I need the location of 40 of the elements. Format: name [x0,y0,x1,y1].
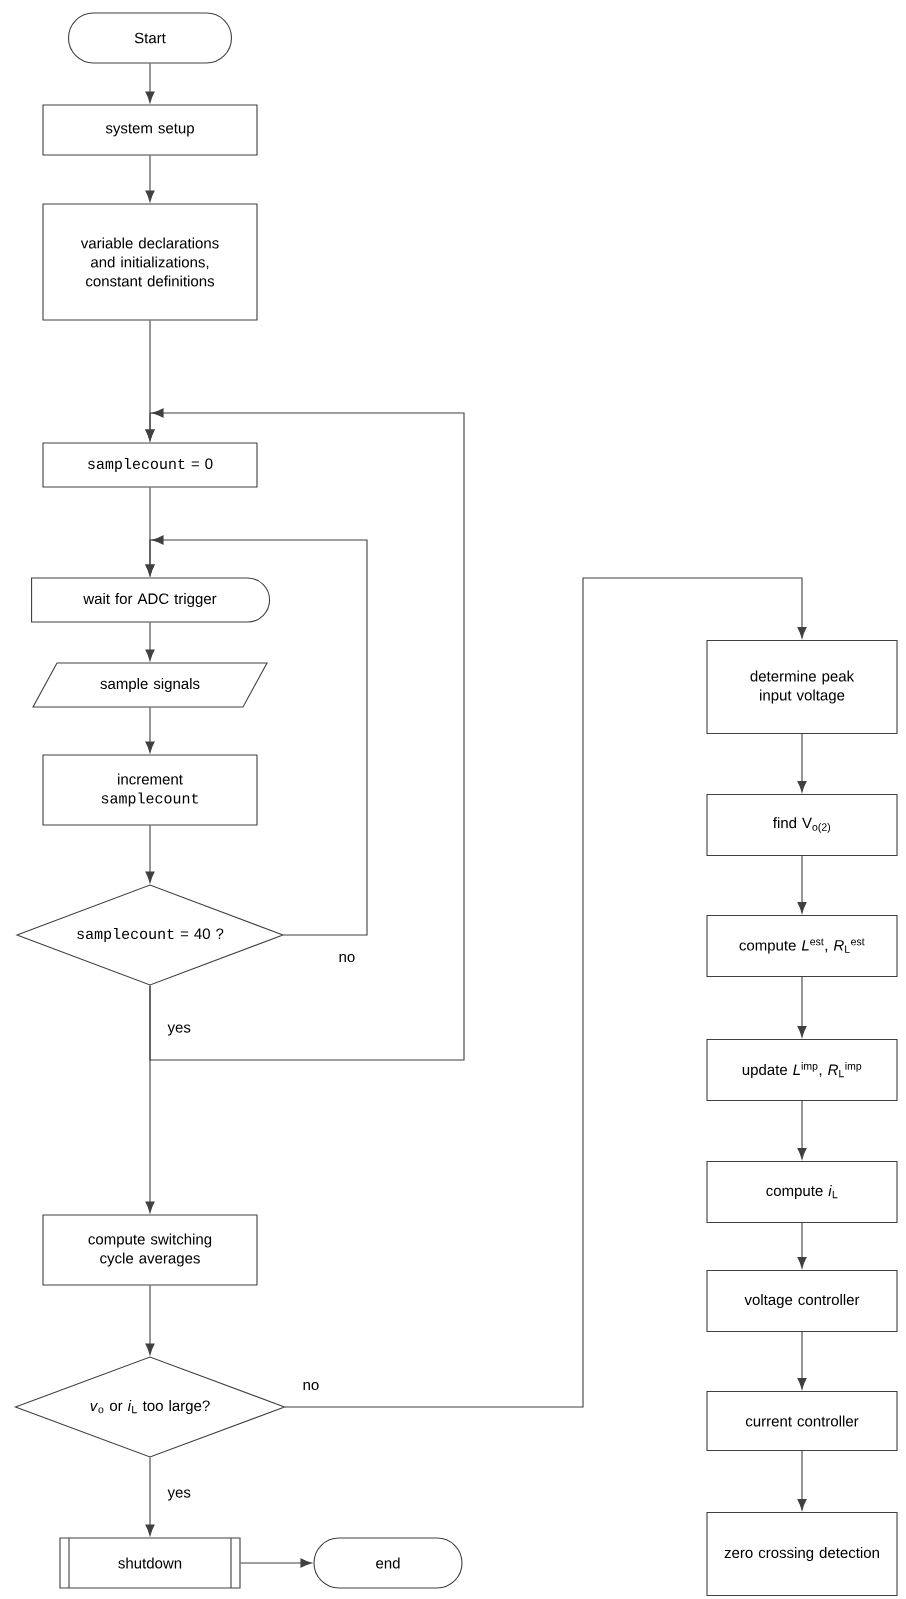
edge-label: yes [165,1022,193,1038]
arrow [145,1457,155,1536]
arrow [797,1222,807,1269]
terminal-box: Start [67,12,233,64]
edge-label: no [336,951,358,965]
process-box: voltage controller [706,1269,898,1333]
input-output-box: sample signals [32,662,268,708]
arrow [145,1285,155,1355]
edge-label: no [300,1379,322,1393]
process-box: determine peak input voltage [706,639,898,735]
process-box: compute i$_{L}$ [706,1160,898,1224]
process-box: current controller [706,1390,898,1452]
arrow [797,1100,807,1160]
arrow [797,976,807,1038]
arrow [145,825,155,883]
delay-box: wait for ADC trigger [31,577,271,623]
edge-label: yes [165,1487,193,1503]
process-box: find V$_{o(2)}$ [706,793,898,857]
arrow [284,577,807,1408]
arrow [797,1450,807,1511]
process-box: compute L$^{est}$, R$_{L}$est [706,914,898,978]
arrow [240,1558,312,1568]
process-box: system setup [42,104,258,156]
arrow [145,63,155,103]
process-box: increment samplecount [42,754,258,826]
subroutine-box: shutdown [59,1537,241,1589]
arrow [145,707,155,753]
arrow [145,535,368,936]
process-box: variable declarations and initializations, constant definitions [42,203,258,321]
arrow [145,622,155,661]
arrow [797,855,807,914]
arrow [145,408,465,1061]
terminal-box: end [313,1537,463,1589]
process-box: compute switching cycle averages [42,1214,258,1286]
process-box: samplecount = 0 [42,442,258,488]
process-box: update L$^{imp}$, R$_{L}$imp [706,1038,898,1102]
arrow [145,155,155,202]
arrow [797,733,807,793]
arrow [797,1331,807,1390]
process-box: zero crossing detection [706,1511,898,1597]
